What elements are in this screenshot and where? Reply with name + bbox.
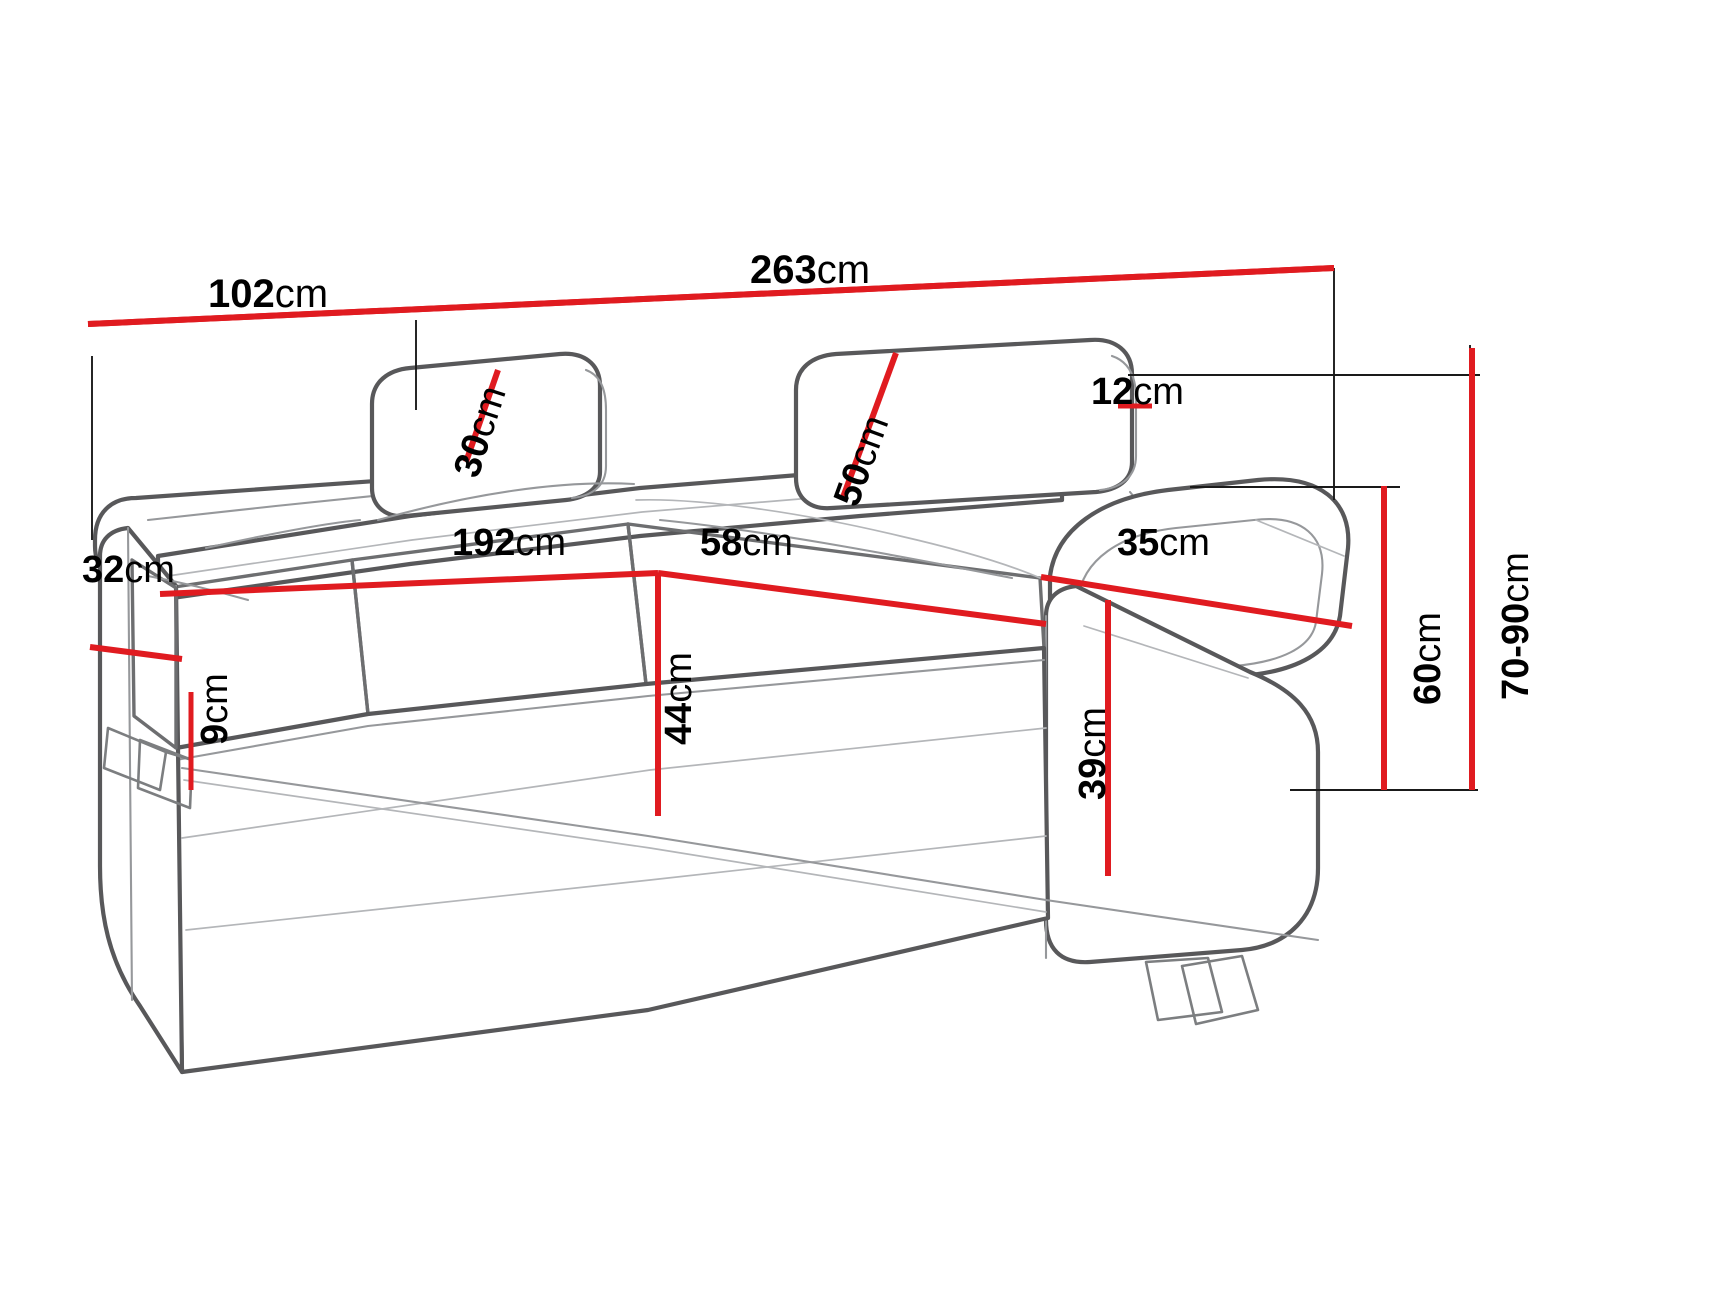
- left-headrest: [369, 351, 603, 519]
- dim-value-9: 9: [194, 723, 236, 745]
- dim-label-60: 60cm: [1407, 612, 1449, 705]
- dim-label-263: 263cm: [750, 250, 870, 290]
- dim-label-39: 39cm: [1072, 707, 1114, 800]
- dim-line-35: [1040, 574, 1353, 629]
- dim-value-39: 39: [1072, 757, 1114, 800]
- right-armrest-side-fold: [1083, 625, 1249, 679]
- dim-value-58: 58: [700, 522, 743, 564]
- dim-label-35: 35cm: [1117, 524, 1210, 562]
- dim-label-9: 9cm: [194, 673, 236, 745]
- dim-line-32: [89, 644, 183, 662]
- dim-label-192: 192cm: [452, 524, 566, 562]
- left-leg-stem: [164, 750, 194, 762]
- left-armrest-roll-seam: [146, 492, 394, 522]
- dim-value-102: 102: [208, 272, 275, 316]
- right-leg-inner: [1180, 954, 1260, 1026]
- dim-unit-192: cm: [515, 522, 567, 564]
- right-legs-group: [1144, 954, 1260, 1026]
- dim-value-44: 44: [658, 702, 700, 745]
- right-armrest-crease: [1255, 519, 1345, 557]
- dim-unit-102: cm: [274, 272, 329, 316]
- sofa-front-top-edge: [174, 658, 1046, 762]
- dim-value-12: 12: [1091, 371, 1134, 413]
- seat-inner-curve: [635, 498, 1041, 579]
- dim-line-50: [839, 351, 899, 502]
- sofa-front-mid-seam: [181, 727, 1047, 839]
- dimension-lines-group: [87, 265, 1475, 876]
- dim-unit-60: cm: [1407, 612, 1449, 663]
- dim-value-263: 263: [750, 248, 817, 292]
- dim-value-192: 192: [452, 522, 516, 564]
- sofa-body-group: [92, 337, 1351, 1075]
- right-armrest-side: [1043, 583, 1321, 965]
- right-armrest-pad-seam: [1076, 518, 1324, 668]
- left-side-panel-seam: [126, 526, 134, 1002]
- dim-unit-44: cm: [658, 652, 700, 703]
- seat-contour-middle: [376, 482, 636, 522]
- left-leg-outer: [102, 726, 168, 792]
- dim-label-58: 58cm: [700, 524, 793, 562]
- left-backrest-seam: [167, 493, 861, 577]
- dim-unit-58: cm: [742, 522, 793, 564]
- dim-label-12: 12cm: [1091, 373, 1184, 411]
- sofa-base-front-line: [180, 766, 1320, 942]
- dim-label-44: 44cm: [658, 652, 700, 745]
- sofa-front-body: [173, 645, 1051, 1075]
- dim-unit-9: cm: [194, 673, 236, 724]
- dim-line-30: [463, 369, 501, 463]
- dim-value-32: 32: [82, 549, 125, 591]
- dim-label-70-90: 70-90cm: [1495, 552, 1537, 700]
- dim-line-58: [657, 570, 1047, 627]
- dim-unit-39: cm: [1072, 707, 1114, 758]
- sofa-base-front-line-2: [183, 779, 1047, 913]
- dim-unit-70-90: cm: [1495, 552, 1537, 603]
- right-headrest-seam: [1098, 354, 1138, 492]
- sofa-front-lower-seam: [185, 835, 1047, 931]
- dim-unit-35: cm: [1159, 522, 1210, 564]
- left-arm-inner-edge: [146, 574, 250, 602]
- right-leg-outer: [1144, 956, 1224, 1022]
- left-side-panel: [97, 525, 185, 1075]
- dim-label-102: 102cm: [208, 274, 328, 314]
- dim-value-60: 60: [1407, 662, 1449, 705]
- dim-label-32: 32cm: [82, 551, 175, 589]
- dim-unit-263: cm: [816, 248, 871, 292]
- dim-line-192: [159, 570, 659, 597]
- seat-contour-left: [204, 518, 362, 550]
- dim-unit-12: cm: [1133, 371, 1184, 413]
- dim-value-35: 35: [1117, 522, 1160, 564]
- left-headrest-seam: [570, 368, 608, 500]
- dim-unit-32: cm: [124, 549, 175, 591]
- dim-line-263: [87, 265, 1335, 327]
- left-legs-group: [102, 726, 194, 810]
- seat-contour-right: [658, 518, 1014, 580]
- dim-value-70-90: 70-90: [1495, 602, 1537, 700]
